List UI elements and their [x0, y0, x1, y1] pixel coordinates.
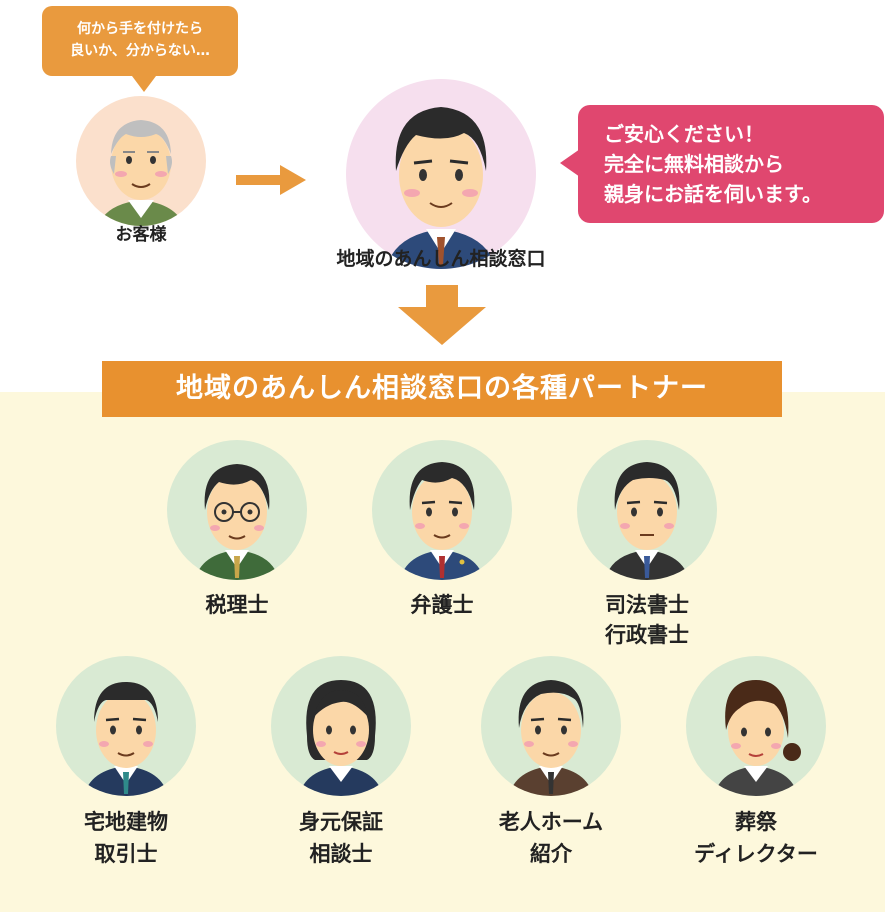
partner-label-6: 老人ホーム 紹介 — [461, 806, 641, 870]
partner-label-1: 税理士 — [167, 590, 307, 620]
partner-avatar-lawyer — [372, 440, 512, 580]
partner-avatar-real-estate — [56, 656, 196, 796]
partner-label-4-line2: 取引士 — [94, 842, 158, 866]
arrow-right-icon — [236, 165, 306, 195]
partner-label-5: 身元保証 相談士 — [261, 806, 421, 870]
elderly-man-icon — [98, 120, 184, 226]
arrow-down-icon — [398, 285, 486, 345]
partner-label-5-line2: 相談士 — [309, 842, 373, 866]
customer-label: お客様 — [115, 225, 167, 245]
partners-banner: 地域のあんしん相談窓口の各種パートナー — [102, 361, 782, 417]
partner-label-2: 弁護士 — [372, 590, 512, 620]
man-glasses-icon — [195, 464, 279, 580]
partner-avatar-funeral-director — [686, 656, 826, 796]
partner-label-7: 葬祭 ディレクター — [666, 806, 846, 870]
partner-label-6-line1: 老人ホーム — [498, 810, 604, 834]
partner-avatar-nursing-home — [481, 656, 621, 796]
partner-avatar-judicial-scrivener — [577, 440, 717, 580]
man-nursing-home-icon — [509, 680, 593, 796]
customer-bubble-line2: 良いか、分からない… — [70, 43, 210, 59]
partner-avatar-guarantee-consultant — [271, 656, 411, 796]
consultant-bubble-line2: 完全に無料相談から — [604, 152, 784, 176]
man-scrivener-icon — [605, 462, 689, 580]
woman-consultant-icon — [299, 680, 383, 796]
consultant-speech-bubble: ご安心ください！ 完全に無料相談から 親身にお話を伺います。 — [560, 105, 884, 223]
woman-funeral-director-icon — [714, 680, 801, 796]
partner-label-3-line1: 司法書士 — [605, 593, 689, 617]
partner-label-4-line1: 宅地建物 — [84, 810, 168, 834]
consultant-man-icon — [386, 107, 496, 269]
partner-label-5-line1: 身元保証 — [299, 810, 383, 834]
customer-speech-bubble: 何から手を付けたら 良いか、分からない… — [42, 6, 238, 92]
consultant-bubble-line3: 親身にお話を伺います。 — [604, 182, 822, 206]
partner-label-7-line2: ディレクター — [694, 842, 818, 866]
man-realtor-icon — [84, 682, 168, 796]
partner-avatar-tax-accountant — [167, 440, 307, 580]
customer-avatar — [76, 96, 206, 226]
consultant-avatar — [346, 79, 536, 269]
partner-label-3-line2: 行政書士 — [605, 623, 689, 647]
man-lawyer-icon — [400, 462, 484, 580]
consultant-bubble-line1: ご安心ください！ — [604, 122, 764, 146]
consultant-label: 地域のあんしん相談窓口 — [336, 248, 546, 270]
partner-label-4: 宅地建物 取引士 — [46, 806, 206, 870]
partner-label-6-line2: 紹介 — [530, 842, 572, 866]
partner-label-2-line1: 弁護士 — [410, 593, 474, 617]
partner-label-1-line1: 税理士 — [205, 593, 269, 617]
partner-label-3: 司法書士 行政書士 — [577, 590, 717, 650]
partner-label-7-line1: 葬祭 — [735, 810, 777, 834]
customer-bubble-line1: 何から手を付けたら — [77, 21, 203, 37]
